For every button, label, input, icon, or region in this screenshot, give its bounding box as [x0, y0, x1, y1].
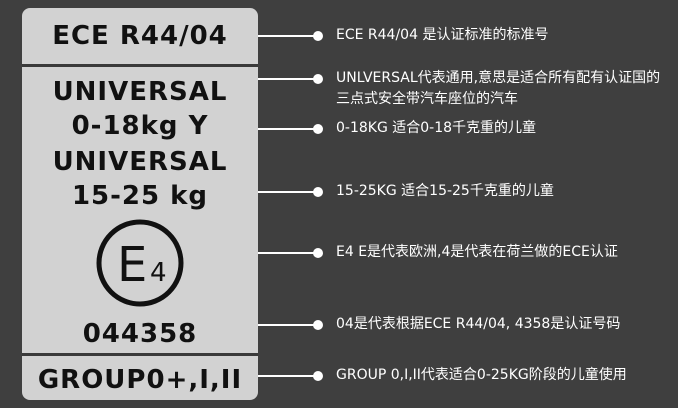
e-mark-icon: E 4: [94, 217, 186, 309]
e-mark-circle: E 4: [96, 219, 184, 307]
group-classes: GROUP0+,I,II: [37, 364, 243, 395]
callout-text: 0-18KG 适合0-18千克重的儿童: [336, 120, 537, 136]
approval-label: ECE R44/04 UNIVERSAL 0-18kg Y UNIVERSAL …: [22, 8, 258, 400]
label-footer: GROUP0+,I,II: [22, 353, 258, 400]
callout-text: E4 E是代表欧洲,4是代表在荷兰做的ECE认证: [336, 244, 618, 260]
callout-text: GROUP 0,I,II代表适合0-25KG阶段的儿童使用: [336, 367, 627, 383]
callout-dot-icon: [313, 187, 323, 197]
callout-text: 15-25KG 适合15-25千克重的儿童: [336, 183, 554, 199]
weight-range-2: 15-25 kg: [71, 181, 209, 211]
callout-line: [258, 191, 318, 193]
callout-line: [258, 252, 318, 254]
callout-text: ECE R44/04 是认证标准的标准号: [336, 27, 549, 43]
callout-dot-icon: [313, 74, 323, 84]
callout-dot-icon: [313, 31, 323, 41]
callout-dot-icon: [313, 320, 323, 330]
weight-range-1: 0-18kg Y: [71, 111, 209, 141]
callout-dot-icon: [313, 248, 323, 258]
label-body: UNIVERSAL 0-18kg Y UNIVERSAL 15-25 kg E …: [22, 67, 258, 353]
callout-line: [258, 375, 318, 377]
callout-text: 04是代表根据ECE R44/04, 4358是认证号码: [336, 316, 621, 332]
callout-dot-icon: [313, 371, 323, 381]
callout-line: [258, 128, 318, 130]
approval-number: 044358: [82, 319, 198, 349]
category-universal-1: UNIVERSAL: [52, 77, 228, 107]
callout-line: [258, 78, 318, 80]
label-header: ECE R44/04: [22, 8, 258, 67]
callout-dot-icon: [313, 124, 323, 134]
callout-line: [258, 324, 318, 326]
callout-line: [258, 35, 318, 37]
standard-number: ECE R44/04: [52, 21, 228, 51]
category-universal-2: UNIVERSAL: [52, 147, 228, 177]
e-mark-number: 4: [150, 258, 167, 288]
callout-text: UNLVERSAL代表通用,意思是适合所有配有认证国的三点式安全带汽车座位的汽车: [336, 70, 661, 107]
e-mark-letter: E: [117, 237, 147, 293]
